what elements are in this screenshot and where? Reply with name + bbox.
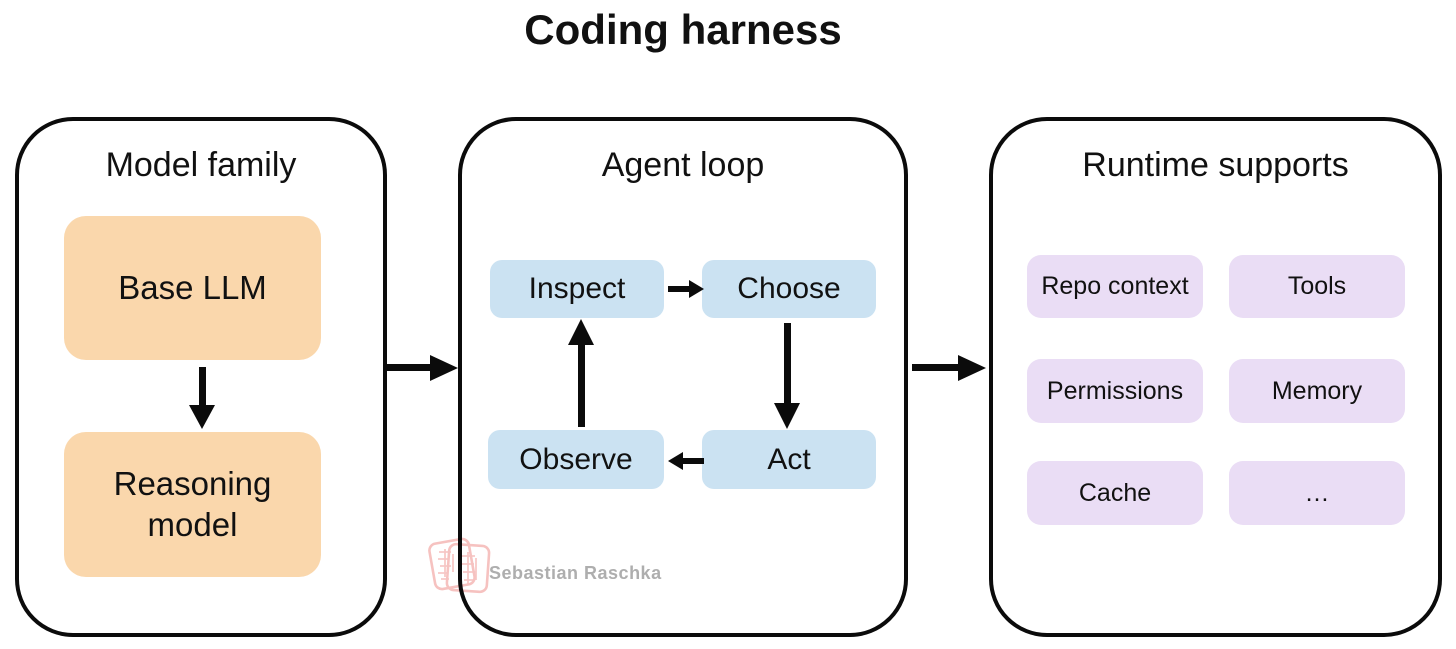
node-choose: Choose	[702, 260, 876, 318]
node-memory: Memory	[1229, 359, 1405, 423]
node-repo-context: Repo context	[1027, 255, 1203, 318]
node-inspect: Inspect	[490, 260, 664, 318]
arrow-head	[189, 405, 215, 429]
arrow-stem	[199, 367, 206, 405]
node-observe: Observe	[488, 430, 664, 489]
node-permissions: Permissions	[1027, 359, 1203, 423]
panel-model-family: Model family Base LLM Reasoning model	[15, 117, 387, 637]
arrow-head	[689, 280, 704, 298]
node-label: Cache	[1078, 478, 1152, 507]
node-label: Repo context	[1041, 272, 1189, 300]
node-label: Base LLM	[118, 268, 267, 306]
arrow-head	[774, 403, 800, 429]
arrow-head	[958, 355, 986, 381]
panel-agent-loop: Agent loop Inspect Choose Observe Act	[458, 117, 908, 637]
arrow-stem	[784, 323, 791, 403]
panel-title-agent-loop: Agent loop	[601, 146, 765, 184]
arrow-stem	[912, 364, 958, 371]
panel-title-runtime-supports: Runtime supports	[1082, 146, 1349, 184]
node-label: …	[1304, 478, 1330, 507]
arrow-stem	[668, 286, 689, 292]
node-label: Permissions	[1046, 376, 1184, 405]
node-label: Choose	[737, 272, 841, 305]
node-label: Reasoning model	[113, 465, 272, 543]
node-cache: Cache	[1027, 461, 1203, 525]
arrow-stem	[578, 345, 585, 427]
node-label: Memory	[1271, 376, 1363, 405]
node-label: Observe	[519, 442, 633, 476]
node-base-llm: Base LLM	[64, 216, 321, 360]
node-label: Tools	[1287, 272, 1347, 300]
node-act: Act	[702, 430, 876, 489]
node-reasoning-model: Reasoning model	[64, 432, 321, 577]
arrow-stem	[683, 458, 704, 464]
watermark-text: Sebastian Raschka	[489, 563, 662, 583]
arrow-stem	[386, 364, 430, 371]
diagram-title: Coding harness	[524, 6, 842, 53]
arrow-head	[568, 319, 594, 345]
panel-title-model-family: Model family	[105, 146, 297, 184]
arrow-head	[668, 452, 683, 470]
panel-runtime-supports: Runtime supports Repo context Tools Perm…	[989, 117, 1442, 637]
node-label: Inspect	[528, 272, 626, 305]
node-tools: Tools	[1229, 255, 1405, 318]
node-ellipsis: …	[1229, 461, 1405, 525]
arrow-head	[430, 355, 458, 381]
node-label: Act	[767, 442, 811, 476]
